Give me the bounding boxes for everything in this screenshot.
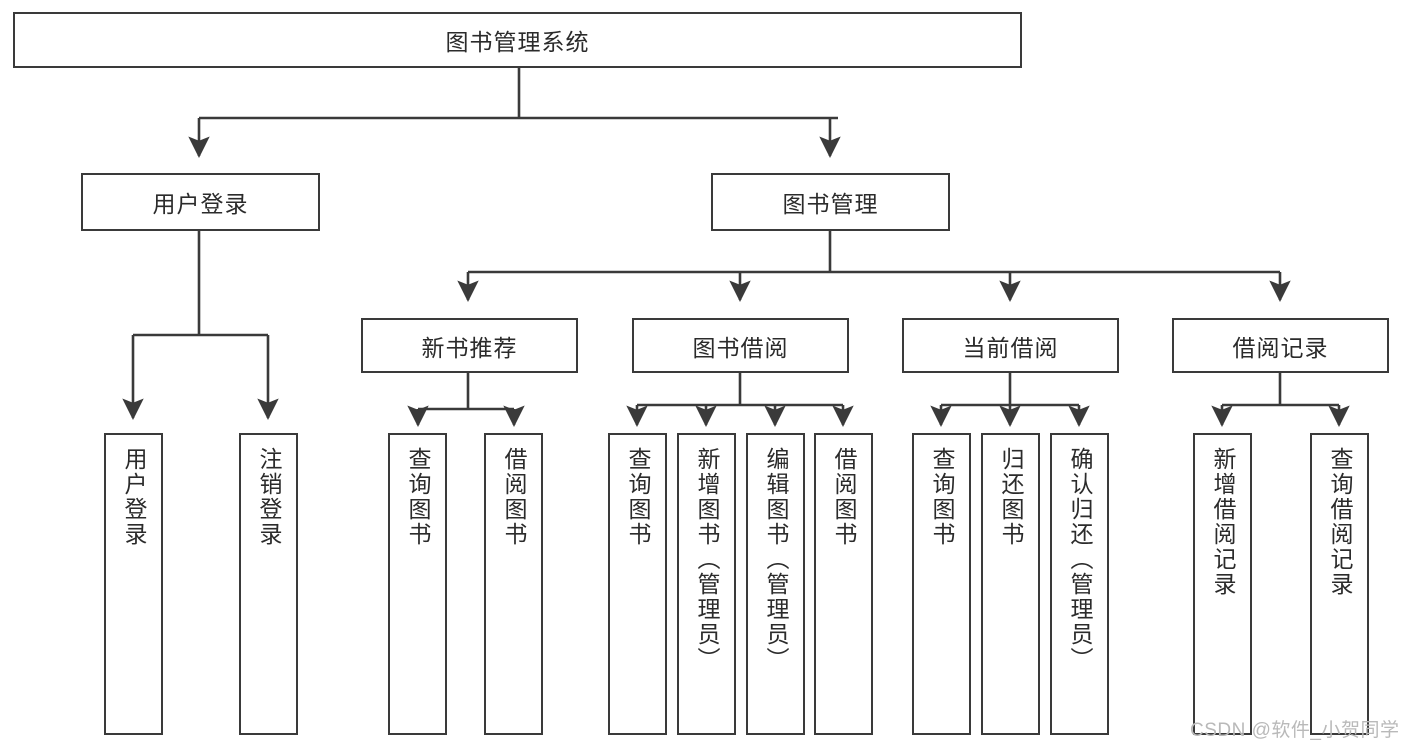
- node-label: 新书推荐: [421, 334, 518, 361]
- node-leaf-query-borrow-record[interactable]: 查询借阅记录: [1310, 433, 1369, 735]
- node-leaf-edit-book-admin[interactable]: 编辑图书（管理员）: [746, 433, 805, 735]
- node-root-system[interactable]: 图书管理系统: [13, 12, 1022, 68]
- node-label: 查询图书: [404, 447, 431, 547]
- node-label: 新增借阅记录: [1209, 447, 1236, 597]
- node-label: 用户登录: [152, 191, 249, 217]
- node-book-management[interactable]: 图书管理: [711, 173, 950, 231]
- node-user-login[interactable]: 用户登录: [81, 173, 320, 231]
- node-label: 借阅记录: [1232, 334, 1329, 361]
- node-leaf-user-login[interactable]: 用户登录: [104, 433, 163, 735]
- node-leaf-add-book-admin[interactable]: 新增图书（管理员）: [677, 433, 736, 735]
- csdn-watermark: CSDN @软件_小贺同学: [1190, 720, 1400, 741]
- node-leaf-return-book[interactable]: 归还图书: [981, 433, 1040, 735]
- node-leaf-logout-login[interactable]: 注销登录: [239, 433, 298, 735]
- node-label: 新增图书（管理员）: [693, 447, 720, 672]
- node-label: 图书管理: [782, 191, 879, 217]
- node-leaf-query-book-1[interactable]: 查询图书: [388, 433, 447, 735]
- node-leaf-confirm-return-admin[interactable]: 确认归还（管理员）: [1050, 433, 1109, 735]
- node-leaf-add-borrow-record[interactable]: 新增借阅记录: [1193, 433, 1252, 735]
- node-label: 编辑图书（管理员）: [762, 447, 789, 672]
- node-label: 归还图书: [997, 447, 1024, 547]
- node-label: 当前借阅: [962, 334, 1059, 361]
- node-label: 借阅图书: [830, 447, 857, 547]
- node-leaf-borrow-book-1[interactable]: 借阅图书: [484, 433, 543, 735]
- node-label: 用户登录: [120, 447, 147, 547]
- node-leaf-borrow-book-2[interactable]: 借阅图书: [814, 433, 873, 735]
- node-book-borrow[interactable]: 图书借阅: [632, 318, 849, 373]
- node-label: 确认归还（管理员）: [1066, 447, 1093, 672]
- node-label: 查询图书: [928, 447, 955, 547]
- node-current-borrow[interactable]: 当前借阅: [902, 318, 1119, 373]
- node-label: 图书管理系统: [445, 29, 590, 55]
- node-borrow-record[interactable]: 借阅记录: [1172, 318, 1389, 373]
- node-new-book-recommend[interactable]: 新书推荐: [361, 318, 578, 373]
- node-leaf-query-book-2[interactable]: 查询图书: [608, 433, 667, 735]
- node-label: 查询借阅记录: [1326, 447, 1353, 597]
- node-label: 借阅图书: [500, 447, 527, 547]
- node-leaf-query-book-3[interactable]: 查询图书: [912, 433, 971, 735]
- node-label: 注销登录: [255, 447, 282, 547]
- node-label: 图书借阅: [692, 334, 789, 361]
- node-label: 查询图书: [624, 447, 651, 547]
